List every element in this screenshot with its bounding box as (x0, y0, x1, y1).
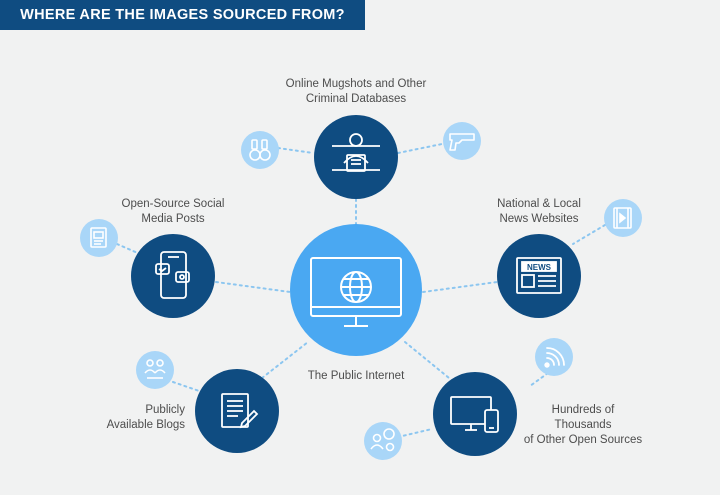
mugshots-label-line2: Criminal Databases (305, 93, 407, 105)
monitor-globe-icon (310, 257, 402, 327)
social-label-line2: Media Posts (141, 213, 205, 225)
public-internet-node (290, 224, 422, 356)
mugshot-person-icon (332, 133, 380, 172)
center-label: The Public Internet (307, 370, 405, 382)
photo-document-icon (80, 219, 118, 257)
video-file-icon (604, 199, 642, 237)
handcuffs-icon (241, 131, 279, 169)
news-node: NEWS (497, 234, 581, 318)
social-label: Open-Source Social Media Posts (103, 197, 243, 227)
document-pen-icon (221, 393, 259, 429)
people-bitcoin-icon (364, 422, 402, 460)
blogs-label-line2: Available Blogs (106, 419, 185, 431)
news-icon-text: NEWS (527, 263, 552, 272)
blog-people-icon (136, 351, 174, 389)
mugshots-label: Online Mugshots and Other Criminal Datab… (261, 77, 451, 107)
mugshots-label-line1: Online Mugshots and Other (285, 78, 427, 90)
news-label-line1: National & Local (497, 198, 581, 210)
news-label: National & Local News Websites (479, 197, 599, 227)
blogs-label-line1: Publicly (145, 404, 185, 416)
open-sources-node (433, 372, 517, 456)
open-sources-label-line2: of Other Open Sources (523, 434, 643, 446)
newspaper-icon (516, 257, 562, 294)
wifi-icon (535, 338, 573, 376)
mugshots-node (314, 115, 398, 199)
page-title: WHERE ARE THE IMAGES SOURCED FROM? (0, 0, 365, 30)
blogs-node (195, 369, 279, 453)
open-sources-label-line1: Hundreds of Thousands (551, 404, 615, 431)
open-sources-label: Hundreds of Thousands of Other Open Sour… (523, 403, 643, 448)
news-label-line2: News Websites (499, 213, 579, 225)
smartphone-chat-icon (155, 251, 190, 299)
blogs-label: Publicly Available Blogs (70, 403, 185, 433)
social-label-line1: Open-Source Social (121, 198, 225, 210)
devices-icon (450, 396, 499, 433)
connector-lines (116, 143, 606, 438)
gun-icon (443, 122, 481, 160)
social-node (131, 234, 215, 318)
